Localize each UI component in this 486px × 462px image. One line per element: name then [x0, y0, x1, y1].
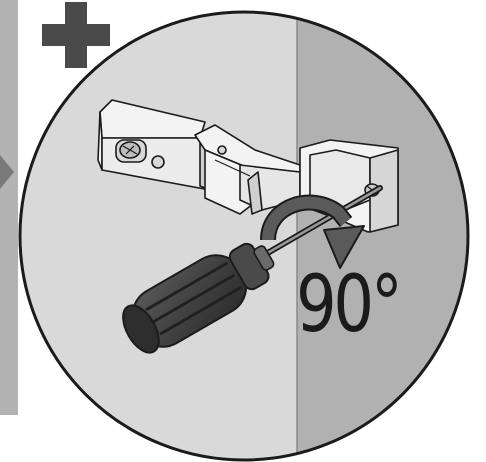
hinge-arm: [194, 124, 301, 215]
cabinet-side-wall: [20, 12, 297, 460]
plus-icon: [42, 2, 110, 68]
rotation-arrow-icon: [260, 194, 365, 269]
previous-step-panel: [0, 0, 18, 415]
screwdriver-handle: [122, 242, 275, 354]
previous-step-arrow-icon: [0, 155, 14, 189]
rotation-angle-label: 90°: [296, 260, 403, 350]
